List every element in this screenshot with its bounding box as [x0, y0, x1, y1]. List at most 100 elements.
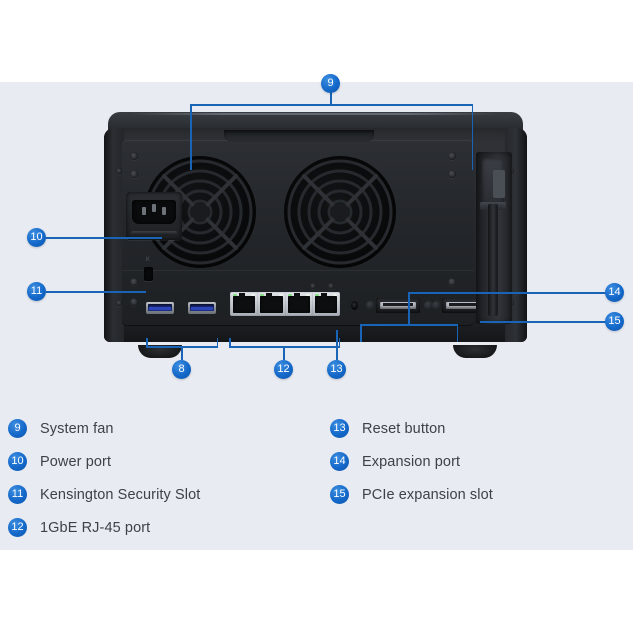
usb-port-tongue	[191, 307, 213, 310]
system-fan-right	[284, 156, 396, 268]
chassis-screw	[310, 283, 316, 289]
chassis-screw	[130, 298, 138, 306]
chassis-screw	[130, 278, 138, 286]
callout-8-bracket-left	[146, 338, 148, 347]
rj45-port[interactable]	[258, 293, 285, 315]
port-screw	[424, 301, 433, 310]
rj45-notch	[239, 293, 245, 298]
power-port[interactable]	[126, 192, 182, 240]
callout-14-lead	[408, 292, 606, 294]
usb-port[interactable]	[188, 302, 216, 314]
legend-item: 14 Expansion port	[330, 445, 630, 478]
callout-12-stem	[283, 346, 285, 360]
chassis-screw	[448, 278, 456, 286]
chassis-left-bevel	[104, 128, 124, 342]
callout-badge-9[interactable]: 9	[321, 74, 340, 93]
legend-badge-9: 9	[8, 419, 27, 438]
chassis-screw	[116, 168, 122, 174]
kensington-marking: K	[146, 257, 151, 263]
callout-9-bracket-left	[190, 104, 192, 170]
callout-12-bracket	[229, 346, 340, 348]
chassis-screw	[448, 152, 456, 160]
rj45-opening	[260, 296, 283, 313]
pcie-slot-handle[interactable]	[482, 158, 505, 206]
panel-divider	[122, 270, 474, 271]
callout-badge-10[interactable]: 10	[27, 228, 46, 247]
callout-12-bracket-left	[229, 338, 231, 347]
legend-badge-15: 15	[330, 485, 349, 504]
legend-label-kensington-security-slot: Kensington Security Slot	[40, 486, 201, 503]
callout-badge-11[interactable]: 11	[27, 282, 46, 301]
rj45-port[interactable]	[312, 293, 339, 315]
legend-item: 9 System fan	[8, 412, 328, 445]
legend-item: 11 Kensington Security Slot	[8, 478, 328, 511]
callout-11-lead	[46, 291, 146, 293]
legend-label-expansion-port: Expansion port	[362, 453, 461, 470]
legend-item: 15 PCIe expansion slot	[330, 478, 630, 511]
callout-15-lead	[480, 321, 606, 323]
legend-badge-14: 14	[330, 452, 349, 471]
rj45-opening	[314, 296, 337, 313]
legend-badge-10: 10	[8, 452, 27, 471]
usb-port-tongue	[149, 307, 171, 310]
power-pin	[152, 204, 156, 212]
legend-label-pcie-expansion-slot: PCIe expansion slot	[362, 486, 493, 503]
expansion-port-tongue	[383, 303, 413, 306]
nas-device-rear: K	[104, 112, 527, 358]
legend-item: 12 1GbE RJ-45 port	[8, 511, 328, 544]
usb-port[interactable]	[146, 302, 174, 314]
callout-9-bracket-right	[471, 104, 473, 170]
legend: 9 System fan 10 Power port 11 Kensington…	[0, 412, 633, 550]
callout-badge-13[interactable]: 13	[327, 360, 346, 379]
callout-badge-12[interactable]: 12	[274, 360, 293, 379]
reset-button[interactable]	[351, 301, 358, 310]
legend-badge-11: 11	[8, 485, 27, 504]
kensington-security-slot[interactable]	[144, 267, 153, 281]
lid-handle-recess	[224, 130, 374, 142]
legend-badge-13: 13	[330, 419, 349, 438]
callout-10-lead	[46, 237, 162, 239]
legend-item: 13 Reset button	[330, 412, 630, 445]
chassis-screw	[116, 300, 122, 306]
expansion-port[interactable]	[376, 298, 420, 313]
callout-badge-14[interactable]: 14	[605, 283, 624, 302]
callout-14-bracket-right	[456, 324, 458, 342]
expansion-port-tongue	[449, 303, 479, 306]
product-image-stage: 9	[0, 74, 633, 412]
callout-8-stem	[181, 346, 183, 360]
rj45-activity-led	[333, 294, 337, 296]
rj45-link-led	[287, 294, 292, 296]
callout-9-bracket-top	[190, 104, 473, 106]
rj45-port-block	[230, 292, 340, 316]
rj45-opening	[233, 296, 256, 313]
callout-badge-8[interactable]: 8	[172, 360, 191, 379]
chassis-foot	[453, 345, 497, 358]
lid-highlight	[130, 113, 500, 115]
power-pin	[162, 207, 166, 215]
legend-badge-12: 12	[8, 518, 27, 537]
rj45-port[interactable]	[231, 293, 258, 315]
legend-column-right: 13 Reset button 14 Expansion port 15 PCI…	[330, 412, 630, 511]
legend-item: 10 Power port	[8, 445, 328, 478]
power-port-lip	[131, 231, 177, 235]
callout-14-riser	[408, 292, 410, 325]
rj45-activity-led	[251, 294, 256, 296]
rj45-link-led	[260, 294, 265, 296]
rj45-port[interactable]	[285, 293, 312, 315]
rj45-opening	[287, 296, 310, 313]
legend-label-system-fan: System fan	[40, 420, 114, 437]
callout-badge-15[interactable]: 15	[605, 312, 624, 331]
callout-8-bracket-right	[216, 338, 218, 347]
callout-14-bracket-left	[360, 324, 362, 342]
port-screw	[432, 301, 441, 310]
rj45-notch	[266, 293, 273, 298]
rj45-activity-led	[305, 294, 310, 296]
port-screw	[366, 301, 375, 310]
callout-13-stem	[336, 330, 338, 360]
pcie-expansion-slot[interactable]	[476, 152, 512, 324]
rj45-link-led	[233, 294, 237, 296]
rj45-notch	[320, 293, 327, 298]
expansion-port[interactable]	[442, 298, 486, 313]
pcie-slot-rail	[488, 204, 498, 316]
